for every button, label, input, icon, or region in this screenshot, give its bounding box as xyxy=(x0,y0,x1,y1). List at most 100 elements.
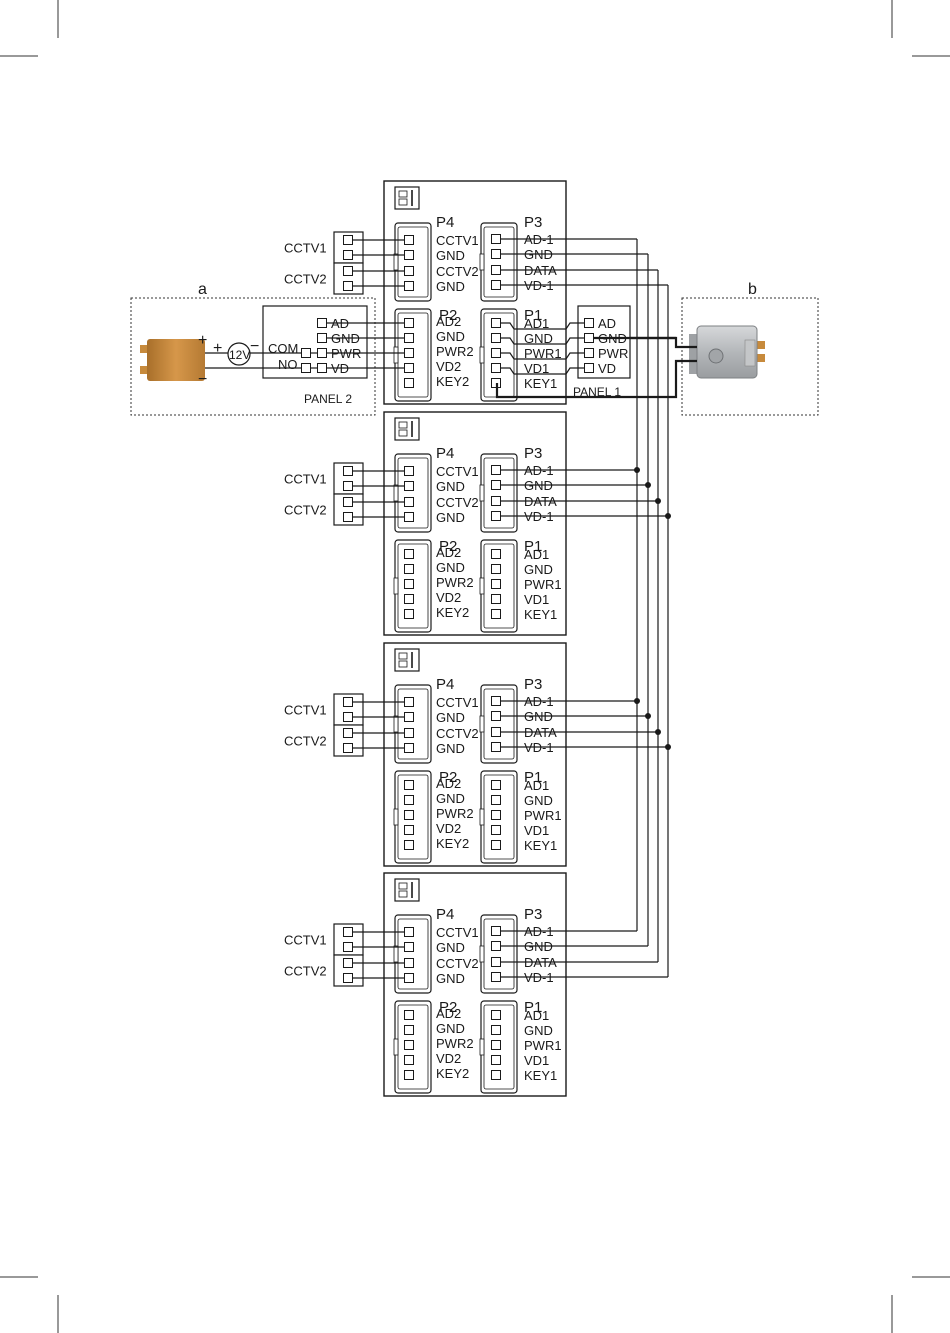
p2-title: P2 xyxy=(439,538,457,555)
cctv-pin xyxy=(343,973,353,983)
cctv-pin xyxy=(343,466,353,476)
cctv-label: CCTV2 xyxy=(284,964,327,979)
p2-pin xyxy=(404,348,414,358)
p3-pin xyxy=(491,249,501,259)
p4-pin xyxy=(404,712,414,722)
power-lock-image xyxy=(140,339,205,381)
p2-pin-label: PWR2 xyxy=(436,806,474,821)
p3-title: P3 xyxy=(524,906,542,923)
p3-title: P3 xyxy=(524,445,542,462)
p2-pin xyxy=(404,840,414,850)
p4-pin xyxy=(404,497,414,507)
p1-pin xyxy=(491,810,501,820)
panel2-box xyxy=(262,305,368,379)
p3-pin xyxy=(491,727,501,737)
panel2-no-pin xyxy=(301,363,311,373)
p2-pin xyxy=(404,594,414,604)
p2-pin-label: PWR2 xyxy=(436,1036,474,1051)
p4-pin xyxy=(404,973,414,983)
p3-pin xyxy=(491,711,501,721)
p1-pin xyxy=(491,363,501,373)
p2-pin xyxy=(404,810,414,820)
cctv-label: CCTV1 xyxy=(284,703,327,718)
p1-pin-label: AD1 xyxy=(524,316,549,331)
p1-pin-label: VD1 xyxy=(524,823,549,838)
cctv-pin xyxy=(343,743,353,753)
p3-title: P3 xyxy=(524,676,542,693)
p2-pin xyxy=(404,795,414,805)
cctv-connector-1 xyxy=(333,693,364,726)
panel2-pin xyxy=(317,363,327,373)
p4-pin-label: CCTV1 xyxy=(436,925,479,940)
p4-pin-label: CCTV2 xyxy=(436,264,479,279)
connector-p4 xyxy=(393,684,432,764)
p3-pin xyxy=(491,480,501,490)
p2-pin xyxy=(404,333,414,343)
p1-pin-label: VD1 xyxy=(524,1053,549,1068)
connector-p1 xyxy=(479,1000,518,1094)
p4-pin-label: GND xyxy=(436,248,465,263)
p3-pin xyxy=(491,972,501,982)
panel1-wire xyxy=(501,352,584,360)
p2-title: P2 xyxy=(439,769,457,786)
p2-pin xyxy=(404,1055,414,1065)
p3-title: P3 xyxy=(524,214,542,231)
p2-pin-label: AD2 xyxy=(436,314,461,329)
letter-b: b xyxy=(748,281,757,298)
p3-pin xyxy=(491,265,501,275)
power-plus-label: + xyxy=(198,332,207,349)
cctv-pin xyxy=(343,266,353,276)
panel2-com: COM xyxy=(268,341,298,356)
p1-pin xyxy=(491,609,501,619)
p1-pin xyxy=(491,795,501,805)
p1-pin-label: VD1 xyxy=(524,361,549,376)
p2-pin-label: GND xyxy=(436,1021,465,1036)
cctv-label: CCTV1 xyxy=(284,241,327,256)
p4-pin-label: GND xyxy=(436,279,465,294)
p2-pin-label: GND xyxy=(436,791,465,806)
p4-pin xyxy=(404,958,414,968)
p4-pin xyxy=(404,481,414,491)
connector-p1 xyxy=(479,770,518,864)
cctv-connector-2 xyxy=(333,954,364,987)
cctv-connector-1 xyxy=(333,231,364,264)
p1-title: P1 xyxy=(524,538,542,555)
dip-switch-icon xyxy=(394,417,420,441)
cctv-pin xyxy=(343,512,353,522)
cctv-pin xyxy=(343,250,353,260)
letter-a: a xyxy=(198,281,207,298)
p1-pin-label: PWR1 xyxy=(524,577,562,592)
p4-pin xyxy=(404,942,414,952)
p2-pin-label: AD2 xyxy=(436,1006,461,1021)
panel1-wire xyxy=(501,367,584,375)
p2-pin xyxy=(404,549,414,559)
panel1-wire xyxy=(501,322,584,330)
p1-pin xyxy=(491,579,501,589)
panel2-pin xyxy=(317,348,327,358)
p4-pin-label: CCTV1 xyxy=(436,233,479,248)
p4-pin-label: GND xyxy=(436,479,465,494)
p4-pin xyxy=(404,927,414,937)
panel1-wire xyxy=(501,337,584,345)
connector-p2 xyxy=(393,539,432,633)
p2-title: P2 xyxy=(439,999,457,1016)
p4-pin-label: GND xyxy=(436,741,465,756)
p1-title: P1 xyxy=(524,769,542,786)
connector-p3 xyxy=(479,914,518,994)
p1-pin xyxy=(491,840,501,850)
p1-pin xyxy=(491,564,501,574)
p2-pin xyxy=(404,1010,414,1020)
monitor-board xyxy=(383,180,567,405)
electric-lock-image xyxy=(689,325,765,379)
panel1-label: PANEL 1 xyxy=(573,385,621,399)
p2-pin-label: GND xyxy=(436,560,465,575)
cctv-label: CCTV2 xyxy=(284,272,327,287)
p4-pin xyxy=(404,512,414,522)
cctv-connector-1 xyxy=(333,923,364,956)
p2-pin-label: VD2 xyxy=(436,821,461,836)
cctv-label: CCTV1 xyxy=(284,933,327,948)
